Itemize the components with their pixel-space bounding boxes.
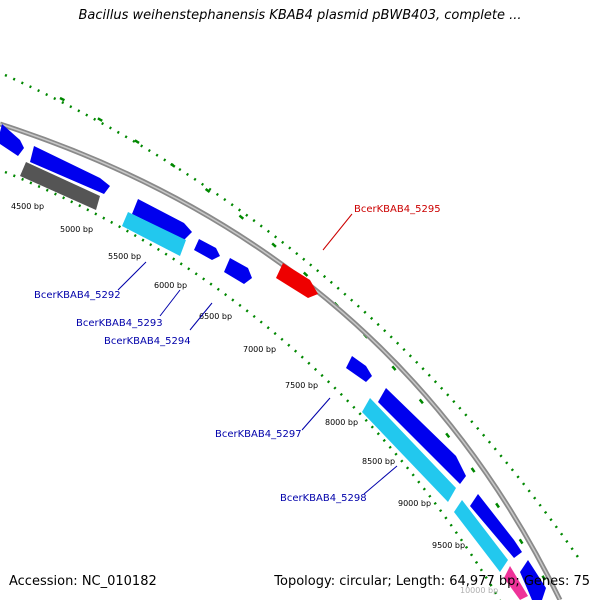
gene-arrow[interactable] <box>30 146 110 194</box>
tick-label: 7000 bp <box>243 345 276 354</box>
leader-5298 <box>363 465 398 495</box>
tick-label: 6500 bp <box>199 312 232 321</box>
gene-label-5298[interactable]: BcerKBAB4_5298 <box>280 493 367 504</box>
gene-arrow[interactable] <box>194 239 220 260</box>
leader-5294 <box>189 302 213 331</box>
gene-arrow-5292[interactable] <box>122 212 186 256</box>
coordinate-ticks: 4500 bp 5000 bp 5500 bp 6000 bp 6500 bp … <box>11 202 498 595</box>
tick-label: 5500 bp <box>108 252 141 261</box>
tick-label: 9500 bp <box>432 541 465 550</box>
label-leaders <box>117 213 398 495</box>
gene-arrow[interactable] <box>454 500 508 572</box>
gene-arrow[interactable] <box>132 199 192 240</box>
gene-labels: BcerKBAB4_5292 BcerKBAB4_5293 BcerKBAB4_… <box>34 204 441 504</box>
leader-5292 <box>117 261 147 291</box>
pink-feature <box>504 566 528 600</box>
gene-arrow-5298[interactable] <box>362 398 456 502</box>
tick-label: 8500 bp <box>362 457 395 466</box>
gc-inner-dots <box>4 170 502 600</box>
gc-dashes-mid <box>59 96 547 581</box>
tick-label: 6000 bp <box>154 281 187 290</box>
topology-stats: Topology: circular; Length: 64,977 bp; G… <box>274 574 590 589</box>
gc-content-track <box>4 73 582 600</box>
reverse-genes <box>20 162 528 600</box>
forward-genes <box>0 124 546 600</box>
map-title: Bacillus weihenstephanensis KBAB4 plasmi… <box>78 8 522 23</box>
gene-label-5297[interactable]: BcerKBAB4_5297 <box>215 429 302 440</box>
tick-label: 9000 bp <box>398 499 431 508</box>
gene-arrow[interactable] <box>470 494 522 558</box>
tick-label: 5000 bp <box>60 225 93 234</box>
leader-5297 <box>301 397 331 431</box>
gene-label-5293[interactable]: BcerKBAB4_5293 <box>76 318 163 329</box>
gene-label-5295[interactable]: BcerKBAB4_5295 <box>354 204 441 215</box>
tick-label: 10000 bp <box>460 586 498 595</box>
gc-outer-dots <box>4 73 582 561</box>
gene-arrow[interactable] <box>0 124 24 156</box>
tick-label: 7500 bp <box>285 381 318 390</box>
gene-label-5294[interactable]: BcerKBAB4_5294 <box>104 336 191 347</box>
gene-arrow-5295[interactable] <box>276 263 318 298</box>
gene-arrow[interactable] <box>224 258 252 284</box>
leader-5293 <box>159 289 181 317</box>
gray-feature <box>20 162 100 210</box>
gene-arrow[interactable] <box>520 560 546 600</box>
gene-arrow[interactable] <box>346 356 372 382</box>
tick-label: 8000 bp <box>325 418 358 427</box>
plasmid-backbone-inner <box>0 123 561 600</box>
gene-label-5292[interactable]: BcerKBAB4_5292 <box>34 290 121 301</box>
leader-5295 <box>322 213 353 251</box>
accession-text: Accession: NC_010182 <box>9 574 157 589</box>
tick-label: 4500 bp <box>11 202 44 211</box>
gene-arrow[interactable] <box>378 388 466 484</box>
